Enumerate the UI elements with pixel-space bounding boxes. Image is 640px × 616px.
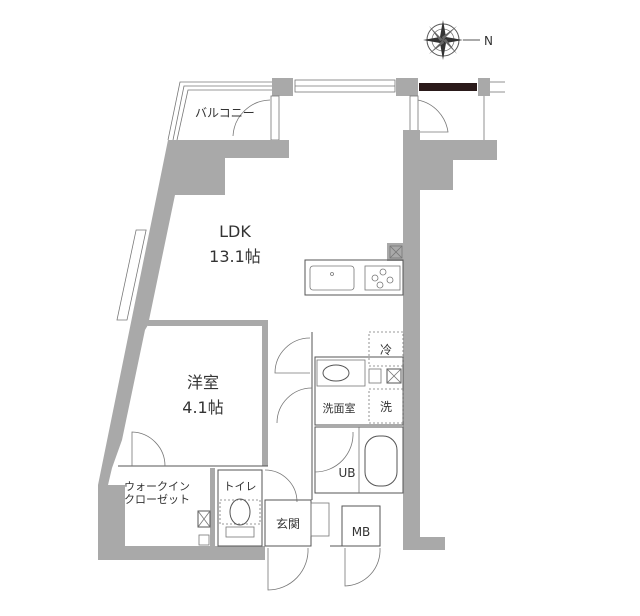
- wall: [403, 130, 497, 550]
- fridge-space: [368, 331, 404, 367]
- ldk-label: LDK: [219, 222, 251, 241]
- unit-bath-label: UB: [338, 466, 355, 480]
- entrance-label: 玄関: [276, 516, 300, 531]
- wall: [98, 140, 289, 560]
- vent-icon: [389, 245, 403, 259]
- entrance-door[interactable]: [267, 547, 309, 591]
- fridge-label: 冷: [380, 343, 392, 357]
- closet-label-1: ウォークイン: [124, 480, 190, 493]
- western-room-label: 洋室: [187, 373, 219, 392]
- toilet-room: [217, 469, 263, 547]
- vent-icon: [197, 510, 211, 528]
- window: [116, 229, 147, 321]
- kitchen-counter: [304, 259, 404, 296]
- door-swing: [264, 469, 298, 503]
- balcony-label: バルコニー: [195, 106, 255, 120]
- washer-label: 洗: [380, 400, 392, 414]
- compass-icon: [423, 20, 480, 60]
- door-swing: [274, 337, 311, 374]
- ldk-size: 13.1帖: [209, 247, 261, 266]
- toilet-icon: [229, 498, 251, 526]
- washbasin-icon: [322, 364, 350, 382]
- wall: [210, 468, 215, 548]
- western-room-size: 4.1帖: [182, 398, 223, 417]
- closet-label-2: クローゼット: [124, 493, 190, 506]
- door-swing: [314, 431, 354, 473]
- washroom-label: 洗面室: [323, 401, 356, 415]
- wall: [478, 78, 490, 96]
- balcony-railing: [167, 81, 272, 141]
- door-swing: [276, 387, 313, 424]
- dark-window: [419, 83, 477, 91]
- wall: [396, 78, 418, 96]
- sink-icon: [309, 265, 355, 291]
- meter-box-label: MB: [352, 525, 371, 539]
- stove-icon: [364, 265, 401, 291]
- toilet-label: トイレ: [224, 480, 257, 493]
- sash: [270, 95, 280, 141]
- vent-icon: [386, 368, 402, 384]
- sash: [409, 95, 419, 133]
- meter-box-door[interactable]: [344, 547, 381, 587]
- north-label: N: [484, 34, 493, 48]
- door-swing: [131, 431, 166, 467]
- door-swing: [232, 99, 271, 137]
- meter-box: [341, 505, 381, 547]
- washer-space: [368, 388, 404, 424]
- wall: [140, 320, 268, 466]
- bathtub-icon: [364, 435, 398, 487]
- wall: [272, 78, 293, 96]
- door-swing: [417, 99, 449, 133]
